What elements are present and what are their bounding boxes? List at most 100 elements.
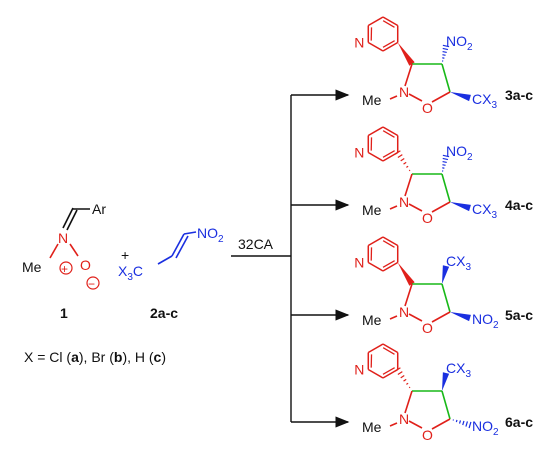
pyridine-bond [367,126,384,137]
compound-1-number: 1 [60,305,68,321]
wedge-bond-bottom [450,312,471,322]
alkene-nitro-label: NO2 [197,225,224,245]
c5-o-bond [431,311,451,323]
ring-oxygen: O [422,427,433,443]
c4-c5-bond [441,283,451,313]
hashed-bond-top [442,44,450,62]
top-substituent: CX3 [446,360,471,380]
substituent-legend: X = Cl (a), Br (b), H (c) [24,349,166,365]
bottom-substituent: CX3 [472,91,497,111]
pyridine-bond [367,261,384,272]
ring-oxygen: O [422,100,433,116]
pyridine-bond [382,236,399,247]
pyridine-double-bond [382,20,395,28]
methyl-label: Me [362,419,382,435]
nitrone-structure: Ar N O Me + − 1 [22,201,106,321]
n-methyl-bond [389,205,398,210]
ring-nitrogen: N [399,194,409,210]
c4-c5-bond [441,63,451,93]
minus-charge-sign: − [88,277,95,291]
pyridine-bond [382,261,399,272]
pyridine-double-bond [382,240,395,248]
hashed-bond [394,367,411,389]
aryl-label: Ar [92,201,106,217]
minus-charge-circle [86,276,100,290]
pyridine-bond [382,126,399,137]
wedge-bond-top [442,265,450,284]
pyridine-bond [382,16,399,27]
n-methyl-bond [389,315,398,320]
n-c3-bond [404,63,413,87]
reaction-condition-label: 32CA [238,236,274,252]
wedge-bond-top [442,372,450,391]
pyridine-double-bond [382,260,395,268]
nitrone-methyl-label: Me [22,259,42,275]
pyridine-double-bond [382,40,395,48]
pyridine-bond [367,16,384,27]
o-n-bond [408,203,423,212]
o-n-bond [408,420,423,429]
product-number: 6a-c [505,414,533,430]
pyridine-bond [367,236,384,247]
hashed-bond [394,150,411,172]
compound-2-number: 2a-c [150,305,178,321]
pyridine-double-bond [382,130,395,138]
products-layer: NNOMeNO2CX33a-cNNOMeNO2CX34a-cNNOMeCX3NO… [354,16,533,443]
c5-o-bond [431,201,451,213]
bottom-substituent: CX3 [472,201,497,221]
plus-charge-sign: + [61,262,68,276]
plus-charge-circle [59,261,73,275]
o-n-bond [408,313,423,322]
product-number: 3a-c [505,87,533,103]
product-number: 4a-c [505,197,533,213]
ring-oxygen: O [422,210,433,226]
hashed-bond-top [442,154,450,172]
pyridine-bond [382,343,399,354]
top-substituent: NO2 [446,143,473,163]
reactant-plus-sign: + [121,247,129,263]
nitroalkene-structure: NO2 X3C 2a-c [118,225,224,321]
ring-nitrogen: N [399,84,409,100]
n-methyl-bond [389,422,398,427]
pyridine-bond [382,41,399,52]
pyridine-double-bond [382,150,395,158]
n-c3-bond [404,283,413,307]
n-c3-bond [404,390,413,414]
pyridine-bond [367,368,384,379]
c5-o-bond [431,91,451,103]
bottom-substituent: NO2 [472,418,499,438]
top-substituent: NO2 [446,33,473,53]
wedge-bond-bottom [450,92,471,102]
c5-o-bond [431,418,451,430]
alkene-cx3-label: X3C [118,263,143,283]
hashed-bond-bottom [452,419,472,429]
reaction-arrows [231,89,350,428]
pyridine-double-bond [382,367,395,375]
pyridine-nitrogen: N [354,362,364,378]
methyl-label: Me [362,92,382,108]
methyl-label: Me [362,202,382,218]
pyridine-nitrogen: N [354,145,364,161]
ring-nitrogen: N [399,304,409,320]
c4-c5-bond [441,173,451,203]
nitrone-o-label: O [80,257,91,273]
wedge-bond [397,42,415,66]
wedge-bond-bottom [450,202,471,212]
methyl-label: Me [362,312,382,328]
wedge-bond [397,262,415,286]
product-number: 5a-c [505,307,533,323]
pyridine-nitrogen: N [354,255,364,271]
pyridine-nitrogen: N [354,35,364,51]
pyridine-bond [367,343,384,354]
c4-c5-bond [441,390,451,420]
bottom-substituent: NO2 [472,311,499,331]
n-methyl-bond [389,95,398,100]
nitrone-n-label: N [58,230,68,246]
pyridine-bond [367,41,384,52]
ring-nitrogen: N [399,411,409,427]
